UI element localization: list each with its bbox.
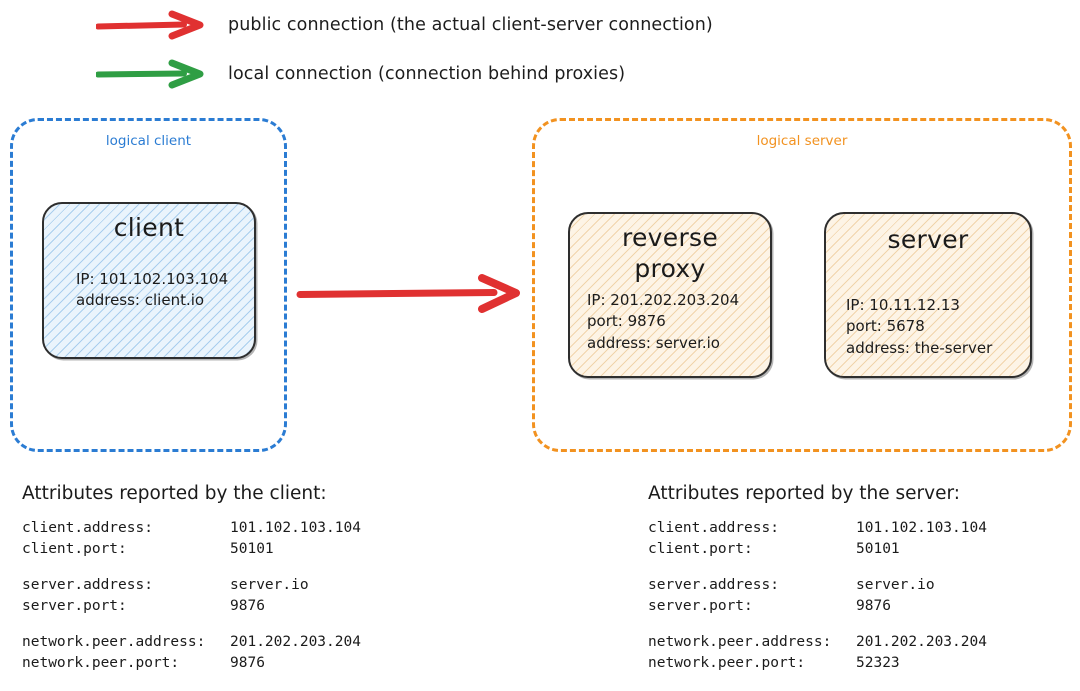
attribute-row: network.peer.port: 9876 [22,653,361,674]
legend-row-public-connection: public connection (the actual client-ser… [96,10,713,40]
attribute-value: 50101 [856,541,900,558]
node-server-details: IP: 10.11.12.13 port: 5678 address: the-… [826,255,1030,359]
attribute-key: client.port: [22,541,127,558]
attributes-server-rows: client.address: 101.102.103.104 client.por… [648,518,987,674]
attribute-row: network.peer.address: 201.202.203.204 [22,632,361,653]
attributes-panel-client: Attributes reported by the client: clien… [22,483,361,689]
attribute-group: client.address: 101.102.103.104 client.por… [22,518,361,560]
attribute-value: server.io [230,577,309,594]
attribute-value: 9876 [856,598,891,615]
node-client-title: client [113,213,185,242]
node-reverse-proxy: reverse proxy IP: 201.202.203.204 port: … [568,212,772,378]
node-client: client IP: 101.102.103.104 address: clie… [42,202,256,359]
legend-row-local-connection: local connection (connection behind prox… [96,59,625,89]
client-hatch-pattern [44,204,254,357]
node-server-port: port: 5678 [846,317,925,336]
attributes-client-rows: client.address: 101.102.103.104 client.por… [22,518,361,674]
attribute-row: server.address: server.io [648,575,987,596]
attribute-value: 50101 [230,541,274,558]
attribute-key: network.peer.port: [22,655,180,672]
server-hatch-pattern [826,214,1030,376]
attribute-row: server.port: 9876 [648,596,987,617]
attribute-value: 201.202.203.204 [856,634,987,651]
attribute-value: server.io [856,577,935,594]
green-arrow-icon [96,59,204,89]
logical-server-container [532,118,1072,452]
attribute-key: server.port: [22,598,127,615]
node-reverse-proxy-port: port: 9876 [587,312,666,331]
node-server-ip: IP: 10.11.12.13 [846,296,960,314]
attribute-row: server.address: server.io [22,575,361,596]
node-reverse-proxy-ip: IP: 201.202.203.204 [587,291,740,309]
attributes-server-heading: Attributes reported by the server: [648,483,960,504]
node-reverse-proxy-title-line2: proxy [634,254,706,283]
attribute-key: client.address: [648,520,779,536]
node-server: server IP: 10.11.12.13 port: 5678 addres… [824,212,1032,378]
node-reverse-proxy-address: address: server.io [587,333,720,352]
attribute-row: client.address: 101.102.103.104 [648,518,987,539]
reverse-proxy-hatch-pattern [570,214,770,376]
attribute-key: network.peer.address: [648,634,832,651]
attribute-row: client.port: 50101 [22,539,361,560]
attribute-key: server.address: [648,577,779,594]
attribute-row: network.peer.port: 52323 [648,653,987,674]
attribute-key: server.address: [22,577,153,594]
attribute-row: client.address: 101.102.103.104 [22,518,361,539]
attribute-key: client.port: [648,541,753,558]
red-arrow-icon [96,10,204,40]
logical-client-container [10,118,287,452]
attribute-row: server.port: 9876 [22,596,361,617]
node-reverse-proxy-title-line1: reverse [621,223,719,252]
node-reverse-proxy-title: reverse proxy [570,214,770,284]
legend-label-local-connection: local connection (connection behind prox… [228,64,626,84]
legend-label-public-connection: public connection (the actual client-ser… [228,15,713,35]
attribute-group: server.address: server.io server.port: 9876 [648,575,987,617]
public-connection-arrow [296,274,520,313]
node-client-details: IP: 101.102.103.104 address: client.io [44,243,254,312]
attribute-value: 101.102.103.104 [230,520,361,536]
attribute-value: 9876 [230,598,265,615]
attribute-value: 9876 [230,655,265,672]
attribute-value: 52323 [856,655,900,672]
attribute-key: network.peer.address: [22,634,206,651]
node-client-ip: IP: 101.102.103.104 [76,270,229,288]
node-reverse-proxy-details: IP: 201.202.203.204 port: 9876 address: … [570,284,770,354]
attributes-panel-server: Attributes reported by the server: clien… [648,483,987,689]
attribute-key: client.address: [22,520,153,536]
attribute-row: network.peer.address: 201.202.203.204 [648,632,987,653]
attribute-value: 101.102.103.104 [856,520,987,536]
attribute-group: client.address: 101.102.103.104 client.por… [648,518,987,560]
node-client-address: address: client.io [76,291,205,310]
attribute-key: server.port: [648,598,753,615]
attributes-client-heading: Attributes reported by the client: [22,483,327,504]
node-server-address: address: the-server [846,338,993,357]
node-server-title: server [887,225,969,254]
attribute-group: server.address: server.io server.port: 9876 [22,575,361,617]
attribute-row: client.port: 50101 [648,539,987,560]
attribute-value: 201.202.203.204 [230,634,361,651]
attribute-key: network.peer.port: [648,655,806,672]
